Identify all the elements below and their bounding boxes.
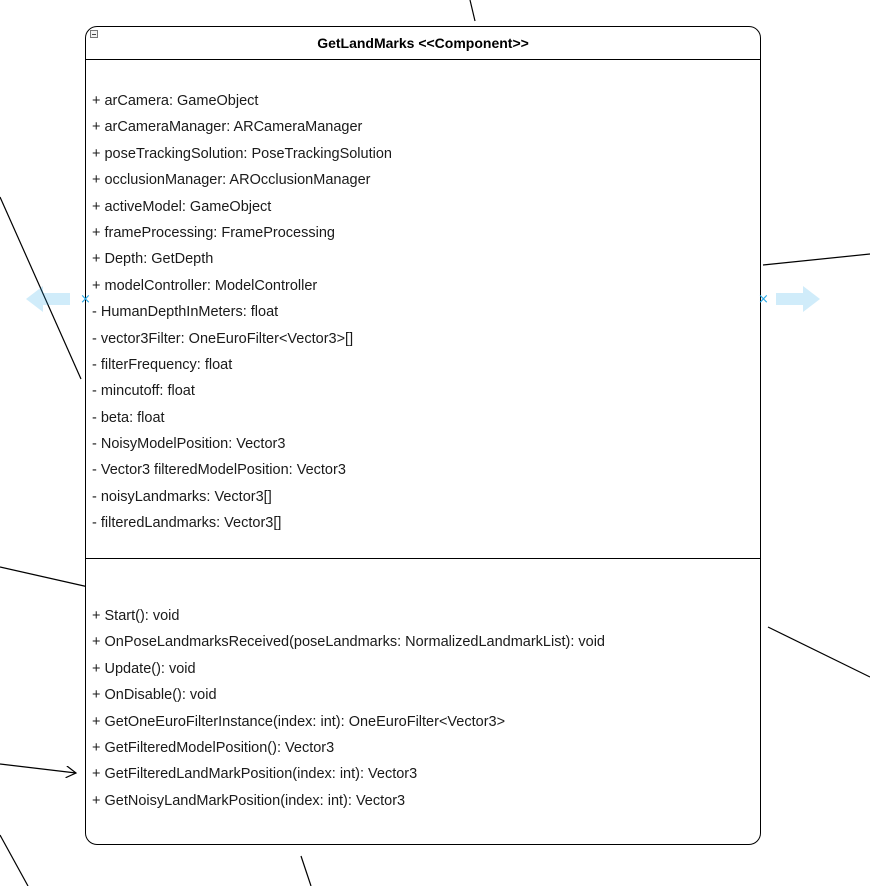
attribute-item[interactable]: - filteredLandmarks: Vector3[] bbox=[92, 515, 282, 532]
connector-left-arrow[interactable] bbox=[0, 763, 76, 773]
attribute-item[interactable]: + frameProcessing: FrameProcessing bbox=[92, 224, 335, 241]
attribute-item[interactable]: - HumanDepthInMeters: float bbox=[92, 304, 279, 321]
minus-box-icon[interactable] bbox=[90, 30, 98, 38]
method-item[interactable]: + Start(): void bbox=[92, 608, 180, 624]
attribute-item[interactable]: - mincutoff: float bbox=[92, 383, 195, 400]
method-item[interactable]: + OnDisable(): void bbox=[92, 687, 217, 704]
connector-left-upper[interactable] bbox=[0, 196, 82, 380]
attribute-item[interactable]: + Depth: GetDepth bbox=[92, 251, 214, 268]
attribute-item[interactable]: + arCamera: GameObject bbox=[92, 93, 259, 109]
uml-class-box[interactable]: GetLandMarks <<Component>> + arCamera: G… bbox=[85, 26, 761, 845]
connector-right-lower[interactable] bbox=[767, 626, 870, 678]
method-item[interactable]: + GetFilteredLandMarkPosition(index: int… bbox=[92, 766, 418, 783]
attribute-item[interactable]: - noisyLandmarks: Vector3[] bbox=[92, 488, 272, 505]
attribute-item[interactable]: - Vector3 filteredModelPosition: Vector3 bbox=[92, 462, 346, 479]
attribute-item[interactable]: - beta: float bbox=[92, 409, 165, 426]
attribute-item[interactable]: + poseTrackingSolution: PoseTrackingSolu… bbox=[92, 145, 392, 162]
attribute-item[interactable]: + modelController: ModelController bbox=[92, 277, 318, 294]
attributes-compartment[interactable]: + arCamera: GameObject + arCameraManager:… bbox=[86, 60, 760, 559]
attribute-item[interactable]: - vector3Filter: OneEuroFilter<Vector3>[… bbox=[92, 330, 354, 347]
method-item[interactable]: + Update(): void bbox=[92, 660, 196, 677]
connector-right-upper[interactable] bbox=[762, 253, 870, 266]
method-item[interactable]: + OnPoseLandmarksReceived(poseLandmarks:… bbox=[92, 634, 605, 651]
attribute-item[interactable]: + arCameraManager: ARCameraManager bbox=[92, 119, 363, 136]
attribute-item[interactable]: - filterFrequency: float bbox=[92, 356, 233, 373]
method-item[interactable]: + GetNoisyLandMarkPosition(index: int): … bbox=[92, 792, 406, 809]
connector-left-bottom[interactable] bbox=[0, 834, 29, 886]
connector-bottom[interactable] bbox=[300, 855, 312, 886]
x-mark-icon[interactable]: × bbox=[758, 292, 769, 307]
method-item[interactable]: + GetOneEuroFilterInstance(index: int): … bbox=[92, 713, 506, 730]
attribute-item[interactable]: + occlusionManager: AROcclusionManager bbox=[92, 172, 371, 189]
class-header[interactable]: GetLandMarks <<Component>> bbox=[86, 27, 760, 60]
x-mark-icon[interactable]: × bbox=[80, 292, 91, 307]
class-title: GetLandMarks <<Component>> bbox=[317, 35, 529, 51]
attribute-item[interactable]: - NoisyModelPosition: Vector3 bbox=[92, 436, 286, 453]
connector-left-middle[interactable] bbox=[0, 566, 94, 589]
methods-compartment[interactable]: + Start(): void + OnPoseLandmarksReceived… bbox=[86, 559, 760, 844]
arrow-right-icon[interactable] bbox=[774, 286, 820, 312]
arrow-left-icon[interactable] bbox=[26, 286, 72, 312]
connector-top[interactable] bbox=[469, 0, 476, 22]
attribute-item[interactable]: + activeModel: GameObject bbox=[92, 198, 272, 215]
method-item[interactable]: + GetFilteredModelPosition(): Vector3 bbox=[92, 739, 335, 756]
